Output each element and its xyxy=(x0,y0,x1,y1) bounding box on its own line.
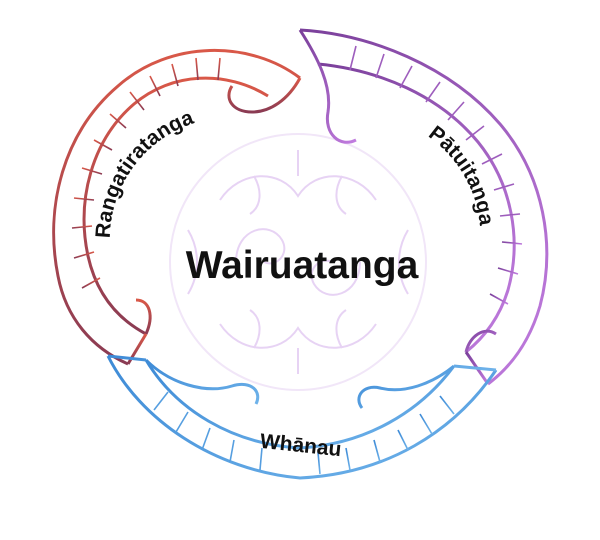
center-label: Wairuatanga xyxy=(186,244,419,287)
whanau-segment xyxy=(106,354,498,480)
patuitanga-segment xyxy=(298,28,549,386)
whanau-label: Whānau xyxy=(259,430,343,461)
patuitanga-label-text: Pātuitanga xyxy=(424,122,497,227)
rangatiratanga-label-text: Rangatiratanga xyxy=(92,106,197,239)
patuitanga-label: Pātuitanga xyxy=(424,122,497,227)
rangatiratanga-label: Rangatiratanga xyxy=(92,106,197,239)
center-koru-pattern xyxy=(169,133,427,391)
rangatiratanga-segment xyxy=(52,48,302,366)
